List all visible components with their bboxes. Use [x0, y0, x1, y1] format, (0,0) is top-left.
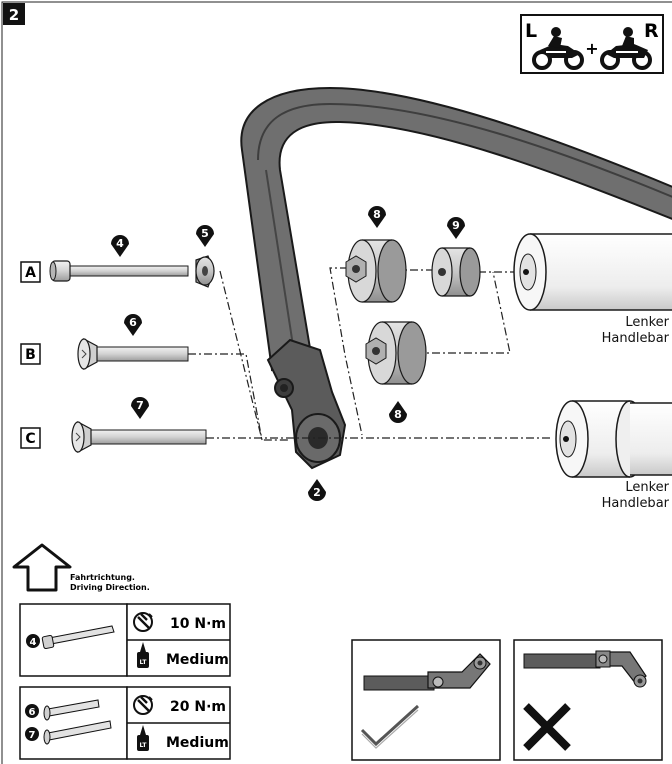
countersunk-bolt-7	[71, 420, 207, 454]
svg-text:7: 7	[29, 730, 36, 741]
variant-b-label: B	[25, 347, 36, 363]
callout-4: 4	[111, 235, 129, 257]
variant-c-box	[20, 427, 41, 449]
spacer-8-upper	[345, 239, 407, 303]
cross-mark-icon	[523, 703, 571, 751]
callout-9: 9	[447, 217, 465, 239]
svg-text:6: 6	[29, 707, 36, 718]
bolt-4-thumbnail	[41, 625, 115, 649]
svg-text:2: 2	[313, 486, 321, 499]
callout-6: 6	[124, 314, 142, 336]
socket-head-bolt-4	[49, 260, 189, 282]
left-side-label: L	[525, 20, 537, 42]
svg-text:LT: LT	[140, 742, 148, 749]
svg-text:LT: LT	[140, 659, 148, 666]
cone-washer-5	[195, 255, 215, 288]
step-number: 2	[9, 6, 19, 24]
svg-text:4: 4	[116, 237, 124, 250]
handlebar-label-lower-de: Lenker	[625, 480, 669, 495]
part-badge-4	[26, 634, 40, 648]
direction-label-en: Driving Direction.	[70, 583, 150, 592]
countersunk-bolt-6	[77, 337, 189, 371]
assembly-lines	[188, 267, 550, 441]
threadlocker-bottle-icon: LT	[137, 725, 149, 751]
plus-sign: +	[585, 39, 598, 58]
variant-a-box	[20, 261, 41, 283]
part-badge-7	[25, 727, 39, 741]
torque-wrench-icon	[133, 695, 153, 715]
part-badge-6	[25, 704, 39, 718]
handlebar-label-lower-en: Handlebar	[602, 496, 670, 511]
handlebar-lower	[555, 400, 672, 478]
torque-spec-row-1: 4 10 N·m LT Medium	[19, 603, 231, 677]
handlebar-upper	[513, 233, 672, 311]
svg-text:5: 5	[201, 227, 209, 240]
bolt-6-thumbnail	[43, 699, 100, 721]
left-right-side-indicator: L + R	[520, 14, 664, 74]
variant-b-box	[20, 343, 41, 365]
variant-labels: A B C	[20, 261, 41, 449]
callout-8-lower: 8	[389, 401, 407, 423]
threadlock-strength-2: Medium	[166, 735, 229, 751]
svg-text:6: 6	[129, 316, 137, 329]
variant-a-label: A	[25, 265, 36, 281]
callout-8-upper: 8	[368, 206, 386, 228]
direction-label-de: Fahrtrichtung.	[70, 573, 135, 582]
callout-7: 7	[131, 397, 149, 419]
motorcycle-rider-icon	[600, 27, 652, 70]
incorrect-orientation-panel	[513, 639, 663, 761]
spacer-9	[431, 247, 481, 297]
motorcycle-rider-icon	[532, 27, 584, 70]
variant-c-label: C	[25, 431, 35, 447]
svg-text:9: 9	[452, 219, 460, 232]
callout-5: 5	[196, 225, 214, 247]
torque-value-2: 20 N·m	[170, 699, 226, 715]
callout-2: 2	[308, 479, 326, 501]
svg-text:8: 8	[373, 208, 381, 221]
threadlocker-bottle-icon: LT	[137, 642, 149, 668]
step-badge: 2	[3, 3, 25, 25]
right-side-label: R	[644, 20, 659, 42]
torque-value-1: 10 N·m	[170, 616, 226, 632]
spacer-8-lower	[365, 321, 427, 385]
correct-orientation-panel	[351, 639, 501, 761]
handlebar-label-upper-en: Handlebar	[602, 331, 670, 346]
torque-wrench-icon	[133, 612, 153, 632]
bolt-7-thumbnail	[43, 720, 112, 745]
hand-guard	[240, 86, 672, 470]
torque-spec-row-2: 6 7 20 N·m LT Medium	[19, 686, 231, 760]
svg-text:7: 7	[136, 399, 144, 412]
handlebar-label-upper-de: Lenker	[625, 315, 669, 330]
svg-text:8: 8	[394, 408, 402, 421]
threadlock-strength-1: Medium	[166, 652, 229, 668]
arrow-up-outline-icon	[12, 543, 72, 592]
check-mark-icon	[360, 704, 420, 747]
svg-text:4: 4	[30, 637, 37, 648]
driving-direction: Fahrtrichtung. Driving Direction.	[12, 543, 150, 592]
